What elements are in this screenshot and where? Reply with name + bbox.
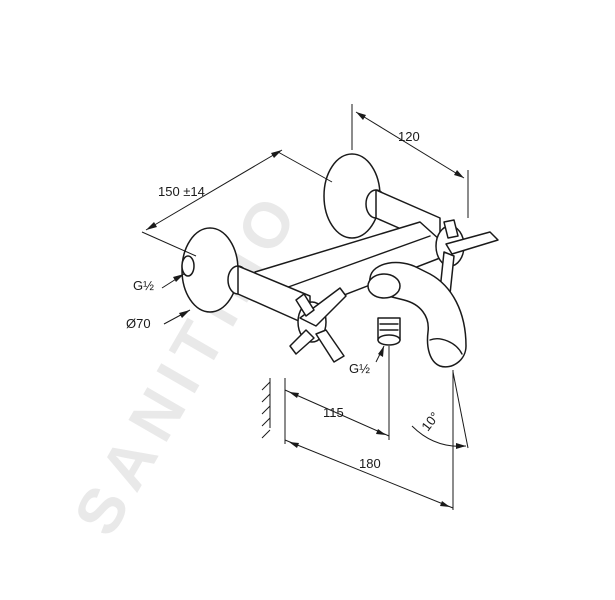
dim-120: 120 bbox=[351, 104, 469, 218]
front-cross-handle bbox=[289, 287, 347, 363]
dim-150-label: 150 ±14 bbox=[158, 184, 205, 199]
dim-115-label: 115 bbox=[323, 405, 344, 420]
front-rosette bbox=[181, 227, 311, 327]
outlet-fitting bbox=[377, 317, 401, 346]
dim-115: 115 bbox=[284, 346, 390, 440]
diameter-label: Ø70 bbox=[126, 316, 151, 331]
rear-cross-handle bbox=[435, 219, 499, 295]
watermark: SANITINO bbox=[60, 177, 315, 547]
dim-diameter: Ø70 bbox=[126, 309, 191, 331]
dim-150: 150 ±14 bbox=[141, 149, 333, 257]
dim-angle: 10° bbox=[411, 371, 469, 449]
g-outlet-label: G½ bbox=[349, 361, 370, 376]
dim-180: 180 bbox=[284, 370, 454, 510]
dim-180-label: 180 bbox=[359, 456, 381, 471]
dim-120-label: 120 bbox=[398, 129, 420, 144]
dim-g-outlet: G½ bbox=[349, 345, 385, 376]
wall-hatching bbox=[261, 378, 286, 439]
angle-label: 10° bbox=[418, 409, 442, 434]
dim-g-inlet: G½ bbox=[133, 273, 185, 293]
g-inlet-label: G½ bbox=[133, 278, 154, 293]
spout bbox=[367, 261, 467, 368]
